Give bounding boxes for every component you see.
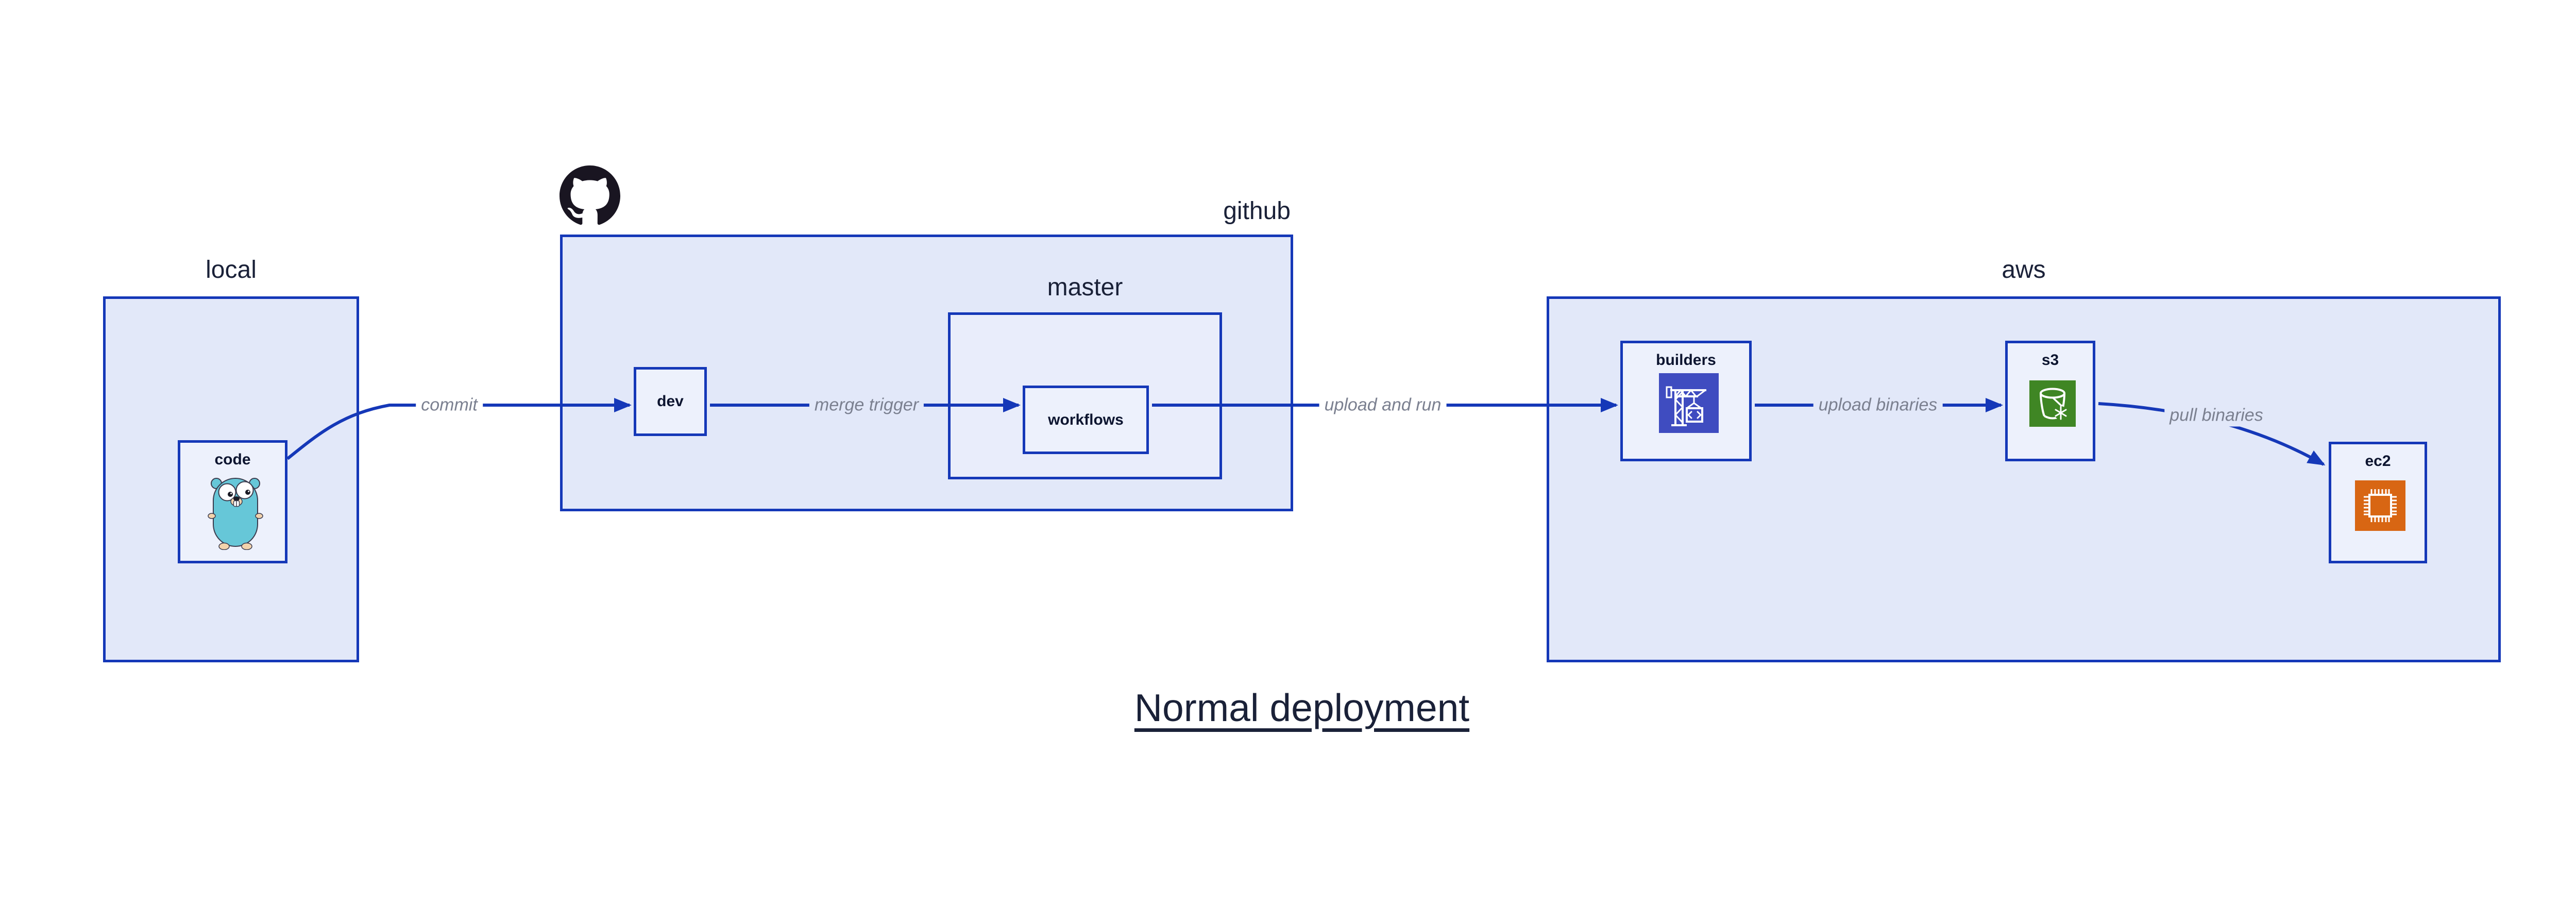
diagram-title: Normal deployment	[1134, 686, 1470, 729]
ec2-node-box: ec2	[2329, 442, 2427, 563]
upload-binaries-edge-label: upload binaries	[1813, 394, 1943, 416]
ec2-chip-icon	[2355, 480, 2405, 531]
builders-node-box: builders	[1620, 341, 1752, 461]
dev-node-label: dev	[657, 393, 684, 410]
github-logo-icon	[560, 165, 620, 225]
s3-node-label: s3	[2041, 352, 2059, 369]
diagram-title-row: Normal deployment	[0, 686, 2576, 730]
github-group-label: github	[1223, 197, 1291, 225]
s3-node-box: s3	[2005, 341, 2095, 461]
code-node-box: code	[178, 440, 287, 563]
workflows-node-label: workflows	[1048, 411, 1124, 428]
codebuild-crane-icon	[1659, 373, 1719, 433]
workflows-node-box: workflows	[1023, 386, 1149, 454]
master-group-label: master	[1047, 274, 1123, 301]
code-node-label: code	[214, 451, 251, 468]
merge-trigger-edge-label: merge trigger	[809, 394, 924, 416]
ec2-node-label: ec2	[2365, 453, 2391, 470]
builders-node-label: builders	[1656, 352, 1716, 369]
dev-node-box: dev	[634, 367, 707, 436]
commit-edge-label: commit	[416, 394, 483, 416]
pull-binaries-edge-label: pull binaries	[2164, 404, 2268, 427]
go-gopher-icon	[208, 478, 263, 550]
upload-and-run-edge-label: upload and run	[1319, 394, 1447, 416]
aws-group-label: aws	[2002, 256, 2046, 283]
s3-bucket-icon	[2029, 380, 2076, 427]
local-group-label: local	[206, 256, 257, 283]
